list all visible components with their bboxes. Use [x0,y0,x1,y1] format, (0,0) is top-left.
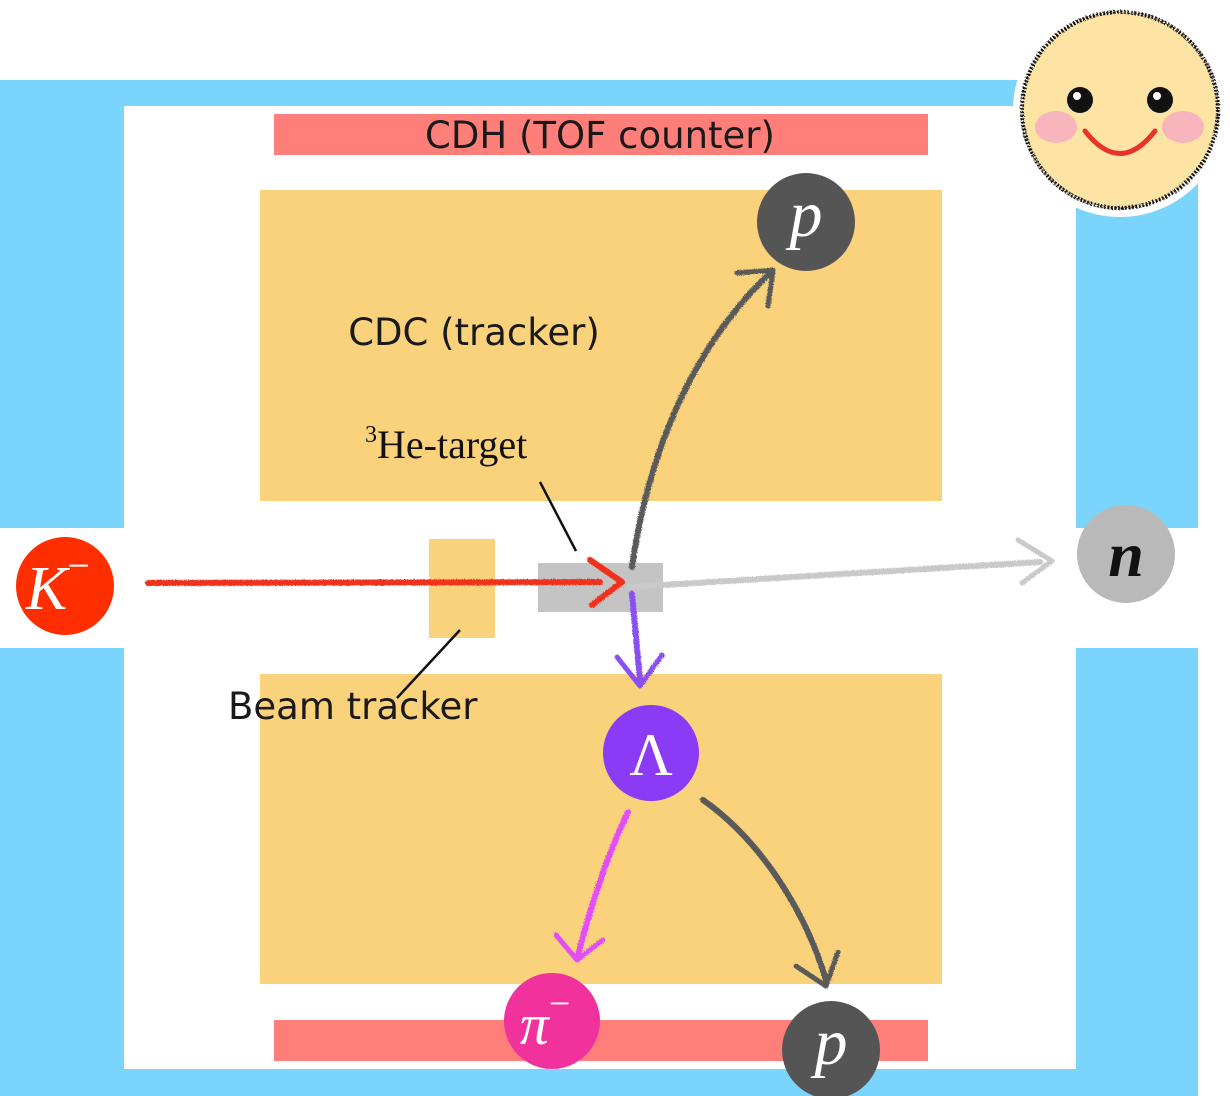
proton-bottom-arrowhead [793,949,841,989]
beam-tracker-label: Beam tracker [228,685,478,728]
kaon-beam-track [145,579,603,586]
pion-arrowhead [553,932,606,963]
smiley-face-icon [1013,3,1227,217]
cdh-label: CDH (TOF counter) [425,114,775,157]
kaon-particle: K− [16,537,114,635]
neutron-particle: n [1077,505,1175,603]
smiley-left-cheek [1035,111,1077,143]
beam-tracker-pointer-line [396,629,461,699]
proton-bottom-particle: p [782,1001,880,1096]
smiley-left-eye [1067,87,1093,113]
lambda-track [629,591,643,683]
smiley-right-eye [1147,87,1173,113]
target-label-sup: 3 [365,422,377,448]
neutron-arrowhead [1015,537,1055,586]
proton-top-arrowhead [734,267,776,309]
cdc-label: CDC (tracker) [348,311,600,354]
kaon-symbol-sup: − [67,543,90,588]
target-label-main: He-target [377,422,527,467]
kaon-symbol-base: K [25,555,71,623]
beam-tracker-box [429,539,495,638]
proton-bottom-symbol: p [811,1006,848,1079]
kaon-symbol: K− [25,543,90,623]
proton-top-track [629,272,771,570]
pion-track [575,809,631,958]
lambda-particle: Λ [603,705,699,801]
neutron-symbol: n [1108,519,1144,590]
smiley-mouth [1082,128,1158,156]
target-label: 3He-target [365,422,527,467]
smiley-right-cheek [1162,111,1204,143]
pion-symbol: π− [520,983,571,1057]
kaon-beam-arrowhead [587,557,625,608]
proton-bottom-track [700,797,829,983]
pion-particle: π− [504,973,600,1069]
neutron-track [627,559,1043,590]
proton-top-particle: p [757,173,855,271]
target-pointer-line [538,481,578,552]
pion-symbol-base: π [520,992,551,1057]
pion-symbol-sup: − [549,983,570,1025]
cdh-top-bar [274,114,928,155]
cdc-bottom-region [260,674,942,984]
lambda-arrowhead [614,652,665,689]
lambda-symbol: Λ [629,722,673,788]
proton-top-symbol: p [786,178,823,251]
